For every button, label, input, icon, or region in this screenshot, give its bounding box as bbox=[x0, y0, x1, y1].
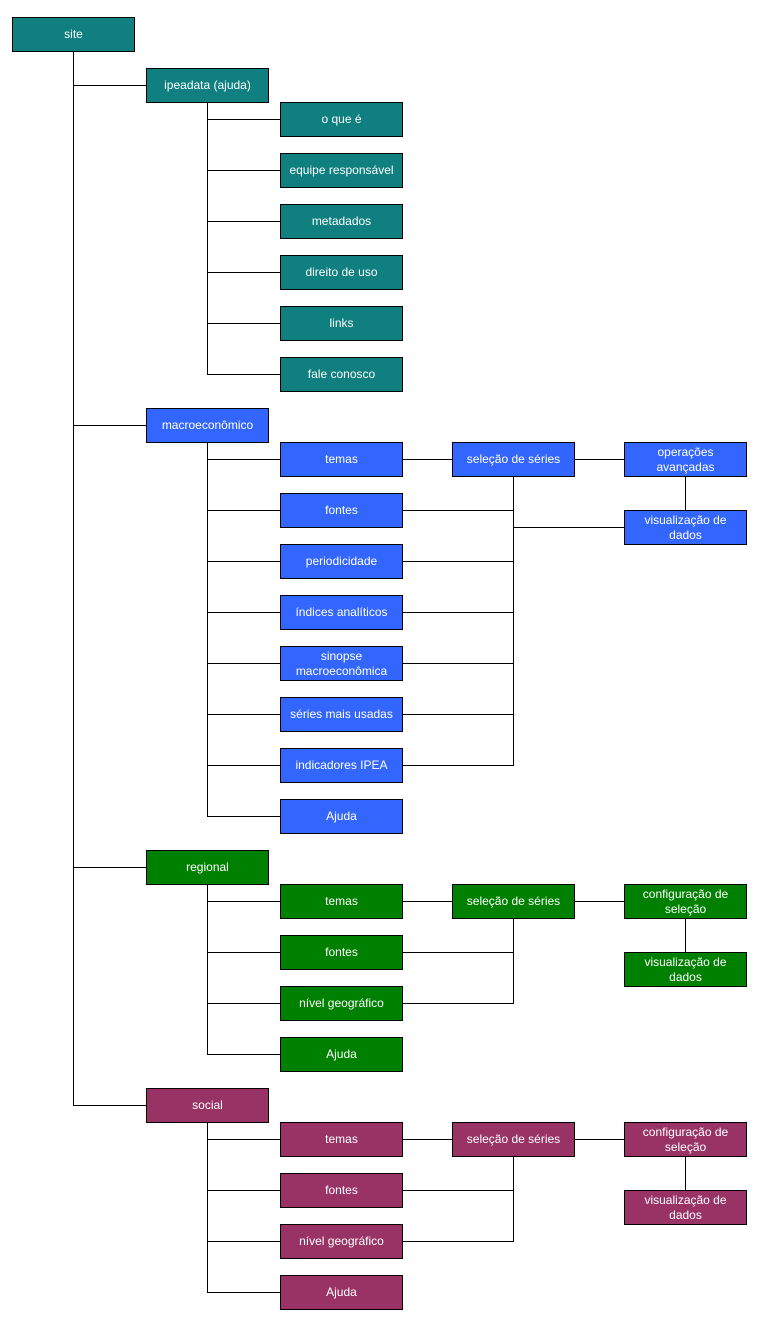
connector-line bbox=[402, 561, 513, 562]
node-macroeconomico[interactable]: macroeconômico bbox=[146, 408, 269, 443]
node-o-que-e[interactable]: o que é bbox=[280, 102, 403, 137]
connector-line bbox=[574, 459, 625, 460]
connector-line bbox=[207, 1190, 281, 1191]
connector-line bbox=[207, 323, 281, 324]
node-site[interactable]: site bbox=[12, 17, 135, 52]
connector-line bbox=[685, 918, 686, 953]
connector-line bbox=[207, 714, 281, 715]
node-regional-configuracao-de-selecao[interactable]: configuração de seleção bbox=[624, 884, 747, 919]
connector-line bbox=[402, 1003, 513, 1004]
connector-line bbox=[207, 170, 281, 171]
node-direito-de-uso[interactable]: direito de uso bbox=[280, 255, 403, 290]
node-regional-fontes[interactable]: fontes bbox=[280, 935, 403, 970]
node-macro-periodicidade[interactable]: periodicidade bbox=[280, 544, 403, 579]
connector-line bbox=[513, 476, 514, 766]
node-social-nivel-geografico[interactable]: nível geográfico bbox=[280, 1224, 403, 1259]
connector-line bbox=[402, 459, 453, 460]
node-macro-ajuda[interactable]: Ajuda bbox=[280, 799, 403, 834]
connector-line bbox=[207, 442, 208, 817]
connector-line bbox=[207, 119, 281, 120]
connector-line bbox=[574, 901, 625, 902]
node-regional-selecao-de-series[interactable]: seleção de séries bbox=[452, 884, 575, 919]
node-macro-sinopse[interactable]: sinopse macroeconômica bbox=[280, 646, 403, 681]
node-macro-series-mais-usadas[interactable]: séries mais usadas bbox=[280, 697, 403, 732]
node-regional-nivel-geografico[interactable]: nível geográfico bbox=[280, 986, 403, 1021]
connector-line bbox=[207, 459, 281, 460]
node-links[interactable]: links bbox=[280, 306, 403, 341]
connector-line bbox=[402, 1241, 513, 1242]
connector-line bbox=[207, 1139, 281, 1140]
connector-line bbox=[402, 510, 513, 511]
connector-line bbox=[402, 1190, 513, 1191]
node-social-temas[interactable]: temas bbox=[280, 1122, 403, 1157]
node-fale-conosco[interactable]: fale conosco bbox=[280, 357, 403, 392]
connector-line bbox=[73, 867, 147, 868]
node-macro-temas[interactable]: temas bbox=[280, 442, 403, 477]
node-ipeadata[interactable]: ipeadata (ajuda) bbox=[146, 68, 269, 103]
node-regional[interactable]: regional bbox=[146, 850, 269, 885]
connector-line bbox=[207, 374, 281, 375]
node-social-visualizacao-de-dados[interactable]: visualização de dados bbox=[624, 1190, 747, 1225]
connector-line bbox=[207, 561, 281, 562]
node-regional-visualizacao-de-dados[interactable]: visualização de dados bbox=[624, 952, 747, 987]
node-macro-visualizacao-de-dados[interactable]: visualização de dados bbox=[624, 510, 747, 545]
connector-line bbox=[73, 85, 147, 86]
node-macro-selecao-de-series[interactable]: seleção de séries bbox=[452, 442, 575, 477]
node-macro-indicadores-ipea[interactable]: indicadores IPEA bbox=[280, 748, 403, 783]
connector-line bbox=[207, 102, 208, 375]
connector-line bbox=[73, 1105, 147, 1106]
connector-line bbox=[207, 1054, 281, 1055]
connector-line bbox=[402, 765, 513, 766]
connector-line bbox=[402, 952, 513, 953]
node-equipe-responsavel[interactable]: equipe responsável bbox=[280, 153, 403, 188]
connector-line bbox=[402, 663, 513, 664]
connector-line bbox=[402, 714, 513, 715]
node-metadados[interactable]: metadados bbox=[280, 204, 403, 239]
connector-line bbox=[207, 272, 281, 273]
connector-line bbox=[513, 1156, 514, 1242]
connector-line bbox=[402, 612, 513, 613]
connector-line bbox=[207, 221, 281, 222]
connector-line bbox=[685, 476, 686, 510]
connector-line bbox=[73, 425, 147, 426]
node-social-fontes[interactable]: fontes bbox=[280, 1173, 403, 1208]
connector-line bbox=[207, 510, 281, 511]
node-regional-temas[interactable]: temas bbox=[280, 884, 403, 919]
node-regional-ajuda[interactable]: Ajuda bbox=[280, 1037, 403, 1072]
node-social[interactable]: social bbox=[146, 1088, 269, 1123]
connector-line bbox=[685, 1156, 686, 1191]
connector-line bbox=[207, 884, 208, 1055]
connector-line bbox=[207, 1003, 281, 1004]
connector-line bbox=[207, 765, 281, 766]
connector-line bbox=[513, 527, 625, 528]
connector-line bbox=[207, 1122, 208, 1293]
connector-line bbox=[513, 918, 514, 1004]
node-macro-fontes[interactable]: fontes bbox=[280, 493, 403, 528]
node-macro-operacoes-avancadas[interactable]: operações avançadas bbox=[624, 442, 747, 477]
node-social-selecao-de-series[interactable]: seleção de séries bbox=[452, 1122, 575, 1157]
node-social-configuracao-de-selecao[interactable]: configuração de seleção bbox=[624, 1122, 747, 1157]
node-macro-indices-analiticos[interactable]: índices analíticos bbox=[280, 595, 403, 630]
connector-line bbox=[402, 901, 453, 902]
connector-line bbox=[207, 816, 281, 817]
connector-line bbox=[574, 1139, 625, 1140]
connector-line bbox=[402, 1139, 453, 1140]
connector-line bbox=[207, 1241, 281, 1242]
node-social-ajuda[interactable]: Ajuda bbox=[280, 1275, 403, 1310]
connector-line bbox=[207, 663, 281, 664]
connector-line bbox=[207, 952, 281, 953]
connector-line bbox=[207, 901, 281, 902]
connector-line bbox=[207, 612, 281, 613]
connector-line bbox=[207, 1292, 281, 1293]
connector-line bbox=[73, 51, 74, 1106]
